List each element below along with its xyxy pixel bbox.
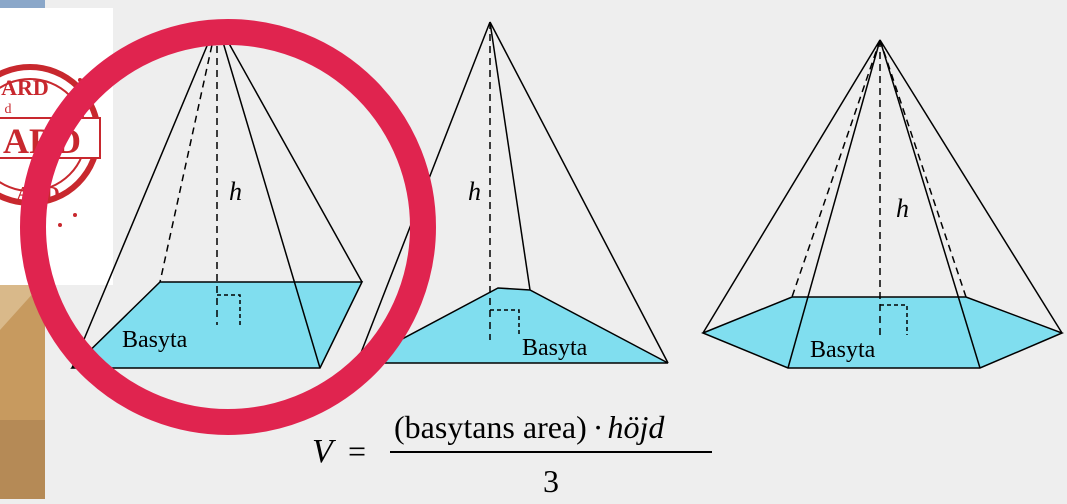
svg-text:d: d xyxy=(5,102,12,117)
formula-equals: = xyxy=(348,433,366,469)
pyramid-hexagon-base: h Basyta xyxy=(701,39,1065,369)
highlight-circle xyxy=(20,19,436,435)
base-label: Basyta xyxy=(810,337,876,363)
height-label: h xyxy=(229,177,242,206)
base-label: Basyta xyxy=(522,335,588,361)
formula-denominator: 3 xyxy=(543,463,559,499)
svg-text:ARD: ARD xyxy=(1,75,49,100)
formula-numerator: (basytans area)·höjd xyxy=(394,409,665,445)
height-label: h xyxy=(896,194,909,223)
pyramid-square-base: h Basyta xyxy=(70,21,364,369)
base-label: Basyta xyxy=(122,327,188,353)
height-label: h xyxy=(468,177,481,206)
formula-lhs: V xyxy=(312,433,337,470)
volume-formula: V = (basytans area)·höjd 3 xyxy=(312,409,712,499)
